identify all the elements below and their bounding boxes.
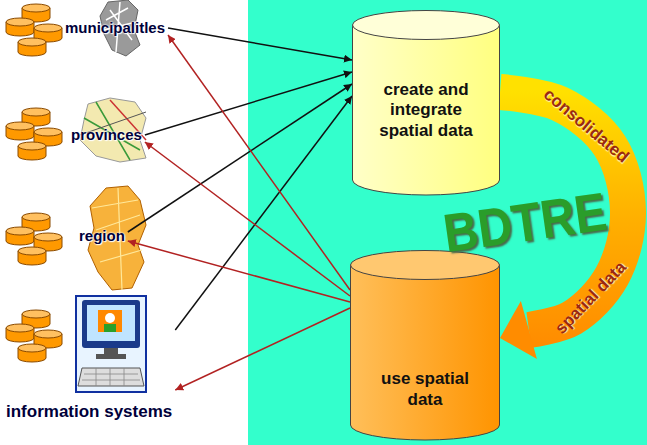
source-label: municipalitles [62,18,168,37]
database-cylinder: use spatial data [350,250,500,440]
cylinder-top [353,11,500,40]
arrow-line [145,72,352,135]
arrow-line [168,28,352,60]
node-text: region [79,227,125,244]
database-icon [6,213,62,265]
node-text: provinces [71,126,142,143]
arrow-head [500,301,537,359]
arrow-line [168,35,350,290]
feed-arrow [145,72,352,135]
source-label: information systems [5,298,175,423]
database-icon [6,310,62,362]
use-arrow [145,142,350,296]
database-icon [6,108,62,160]
use-arrow [168,35,350,290]
system-panel: BDTREcreate and integrate spatial dataus… [248,0,647,445]
node-text: information systems [6,402,172,422]
feed-arrow [168,28,352,60]
cylinder-body [353,25,500,195]
computer-icon [76,296,146,392]
arrow-line [128,84,352,232]
source-label: provinces [68,125,145,144]
arrow-line [128,241,350,302]
feed-arrow [128,84,352,232]
node-text: create and integrate spatial data [364,80,488,141]
arrow-caption: consolidated [539,85,632,168]
arrow-line [175,308,350,390]
source-label: region [76,226,128,245]
use-arrow [128,241,350,302]
cylinder-body [351,265,500,440]
panel-ground [248,0,647,445]
cylinder-shape [350,250,500,440]
arrow-caption: spatial data [551,257,630,338]
database-icon [6,4,62,56]
node-text: municipalitles [65,19,165,36]
database-cylinder: create and integrate spatial data [352,10,500,195]
cylinder-top [351,251,500,280]
arrow-line [145,142,350,296]
use-arrow [175,308,350,390]
node-text: use spatial data [362,369,488,410]
